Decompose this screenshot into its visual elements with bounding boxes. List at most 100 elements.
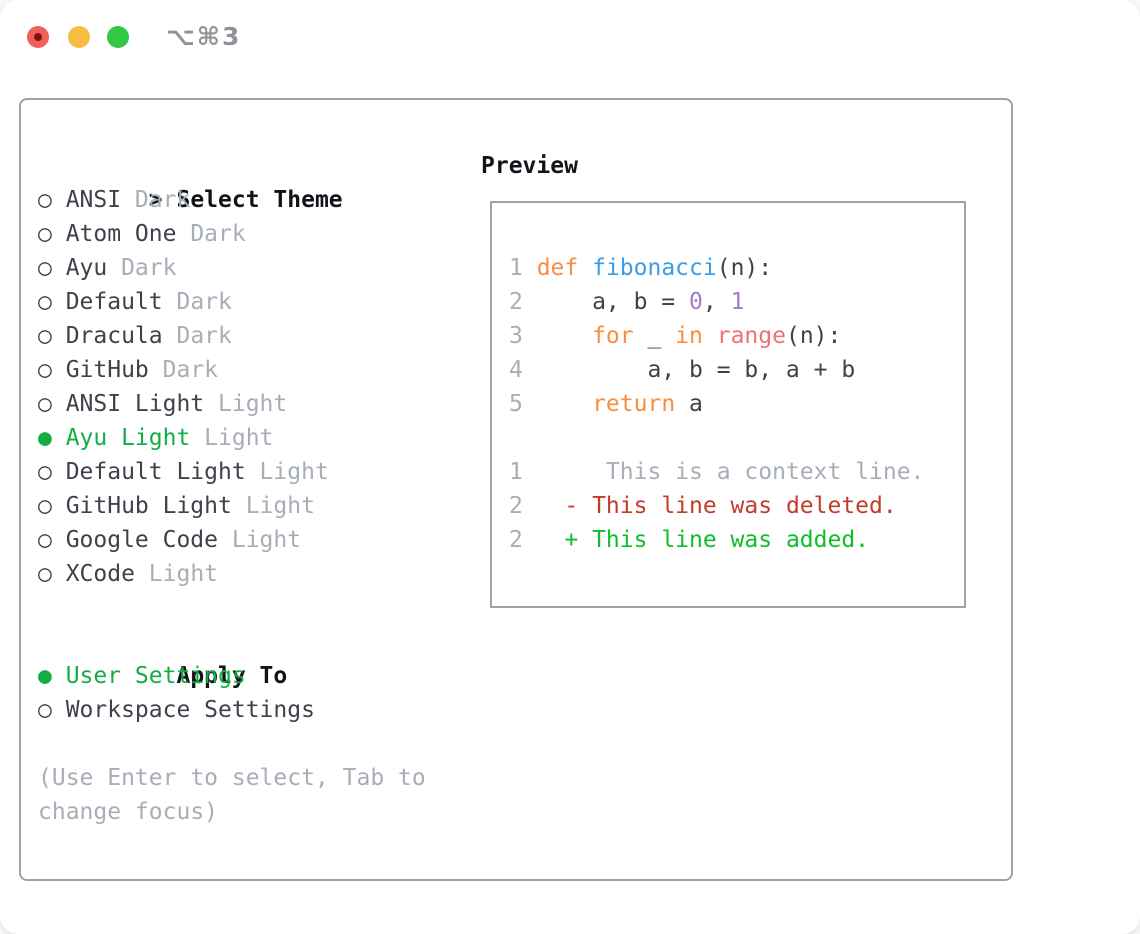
apply-option[interactable]: ○Workspace Settings — [38, 693, 478, 727]
theme-variant: Light — [231, 493, 315, 519]
line-number: 4 — [509, 357, 523, 383]
theme-variant: Light — [245, 459, 329, 485]
code-token: _ — [633, 323, 676, 349]
minimize-button[interactable] — [68, 26, 90, 48]
diff-line: 1 This is a context line. — [509, 455, 964, 489]
help-text-line: change focus) — [38, 799, 219, 825]
help-text-line: (Use Enter to select, Tab to — [38, 765, 426, 791]
code-token: 1 — [730, 289, 745, 315]
line-number: 2 — [509, 493, 523, 519]
theme-name: Atom One — [65, 221, 177, 247]
theme-option[interactable]: ○Default Dark — [38, 285, 478, 319]
blank-line — [509, 421, 964, 455]
window-title: ⌥⌘3 — [166, 22, 242, 51]
radio-icon: ○ — [38, 221, 52, 247]
spacer-row — [38, 727, 478, 761]
theme-variant: Dark — [176, 221, 246, 247]
theme-name: GitHub Light — [65, 493, 232, 519]
code-token: 0 — [689, 289, 703, 315]
radio-icon: ○ — [38, 697, 52, 723]
theme-name: Ayu — [65, 255, 108, 281]
code-token: a, b = — [536, 289, 690, 315]
apply-option[interactable]: ● User Settings — [38, 659, 478, 693]
radio-icon: ○ — [38, 187, 52, 213]
theme-option[interactable]: ○Ayu Dark — [38, 251, 478, 285]
theme-variant: Light — [190, 425, 274, 451]
code-token: range — [716, 323, 786, 349]
apply-to-header: Apply To — [38, 625, 478, 689]
apply-to-title: Apply To — [176, 663, 288, 689]
line-number: 3 — [509, 323, 523, 349]
theme-option[interactable]: ○GitHub Dark — [38, 353, 478, 387]
theme-option[interactable]: ○ Default Light Light — [38, 455, 478, 489]
theme-option[interactable]: ○XCode Light — [38, 557, 478, 591]
code-token — [537, 493, 565, 519]
zoom-button[interactable] — [107, 26, 129, 48]
line-number: 2 — [509, 289, 523, 315]
code-token: for — [592, 323, 634, 349]
theme-name: Ayu Light — [65, 425, 191, 451]
radio-selected-icon: ● — [38, 663, 52, 689]
line-number: 1 — [509, 255, 523, 281]
code-line: 5 return a — [509, 387, 964, 421]
titlebar: ⌥⌘3 — [0, 0, 1140, 98]
radio-selected-icon: ● — [38, 425, 52, 451]
preview-title: Preview — [481, 153, 578, 179]
apply-to-list: ● User Settings ○Workspace Settings — [38, 659, 478, 727]
theme-option[interactable]: ○Google Code Light — [38, 523, 478, 557]
main-panel: >Select Theme ○ANSI Dark○Atom One Dark○A… — [19, 98, 1013, 881]
radio-icon: ○ — [38, 323, 52, 349]
theme-name: ANSI — [65, 187, 122, 213]
selection-cursor-icon: > — [148, 187, 163, 213]
theme-variant: Dark — [162, 289, 232, 315]
theme-name: XCode — [65, 561, 135, 587]
theme-option[interactable]: ○Dracula Dark — [38, 319, 478, 353]
theme-name: ANSI Light — [65, 391, 205, 417]
theme-name: Google Code — [65, 527, 219, 553]
spacer-row — [38, 591, 478, 625]
diff-line: 2 + This line was added. — [509, 523, 964, 557]
theme-variant: Dark — [121, 187, 191, 213]
select-theme-title: Select Theme — [176, 187, 343, 213]
line-number: 2 — [509, 527, 523, 553]
code-line: 2 a, b = 0, 1 — [509, 285, 964, 319]
radio-icon: ○ — [38, 561, 52, 587]
code-token — [537, 527, 565, 553]
select-theme-header: > Select Theme — [38, 149, 478, 213]
code-token — [537, 391, 592, 417]
theme-variant: Light — [204, 391, 288, 417]
theme-variant: Light — [218, 527, 302, 553]
code-token: a — [675, 391, 703, 417]
code-token: This is a context line. — [536, 459, 925, 485]
theme-option[interactable]: ○ GitHub Light Light — [38, 489, 478, 523]
code-line: 3 for _ in range(n): — [509, 319, 964, 353]
radio-icon: ○ — [38, 391, 52, 417]
theme-option[interactable]: ● Ayu Light Light — [38, 421, 478, 455]
radio-icon: ○ — [38, 459, 52, 485]
line-number: 1 — [509, 459, 523, 485]
theme-name: Dracula — [65, 323, 163, 349]
radio-icon: ○ — [38, 493, 52, 519]
code-token: (n): — [716, 255, 773, 281]
theme-option[interactable]: ○ Atom One Dark — [38, 217, 478, 251]
code-token — [537, 323, 592, 349]
theme-option[interactable]: ○ ANSI Light Light — [38, 387, 478, 421]
theme-list: ○ANSI Dark○Atom One Dark○Ayu Dark○Defaul… — [38, 183, 478, 591]
theme-option[interactable]: ○ ANSI Dark — [38, 183, 478, 217]
code-token — [578, 255, 592, 281]
apply-option-label: User Settings — [65, 663, 246, 689]
theme-variant: Dark — [148, 357, 219, 383]
close-button[interactable] — [27, 26, 49, 48]
code-token: fibonacci — [592, 255, 717, 281]
theme-selector: >Select Theme ○ANSI Dark○Atom One Dark○A… — [38, 149, 478, 829]
theme-name: GitHub — [65, 357, 149, 383]
code-token: (n): — [785, 323, 842, 349]
theme-name: Default Light — [65, 459, 246, 485]
code-token: in — [675, 323, 703, 349]
code-token: , — [702, 289, 731, 315]
code-token: - This line was deleted. — [564, 493, 897, 519]
code-line: 4 a, b = b, a + b — [509, 353, 964, 387]
